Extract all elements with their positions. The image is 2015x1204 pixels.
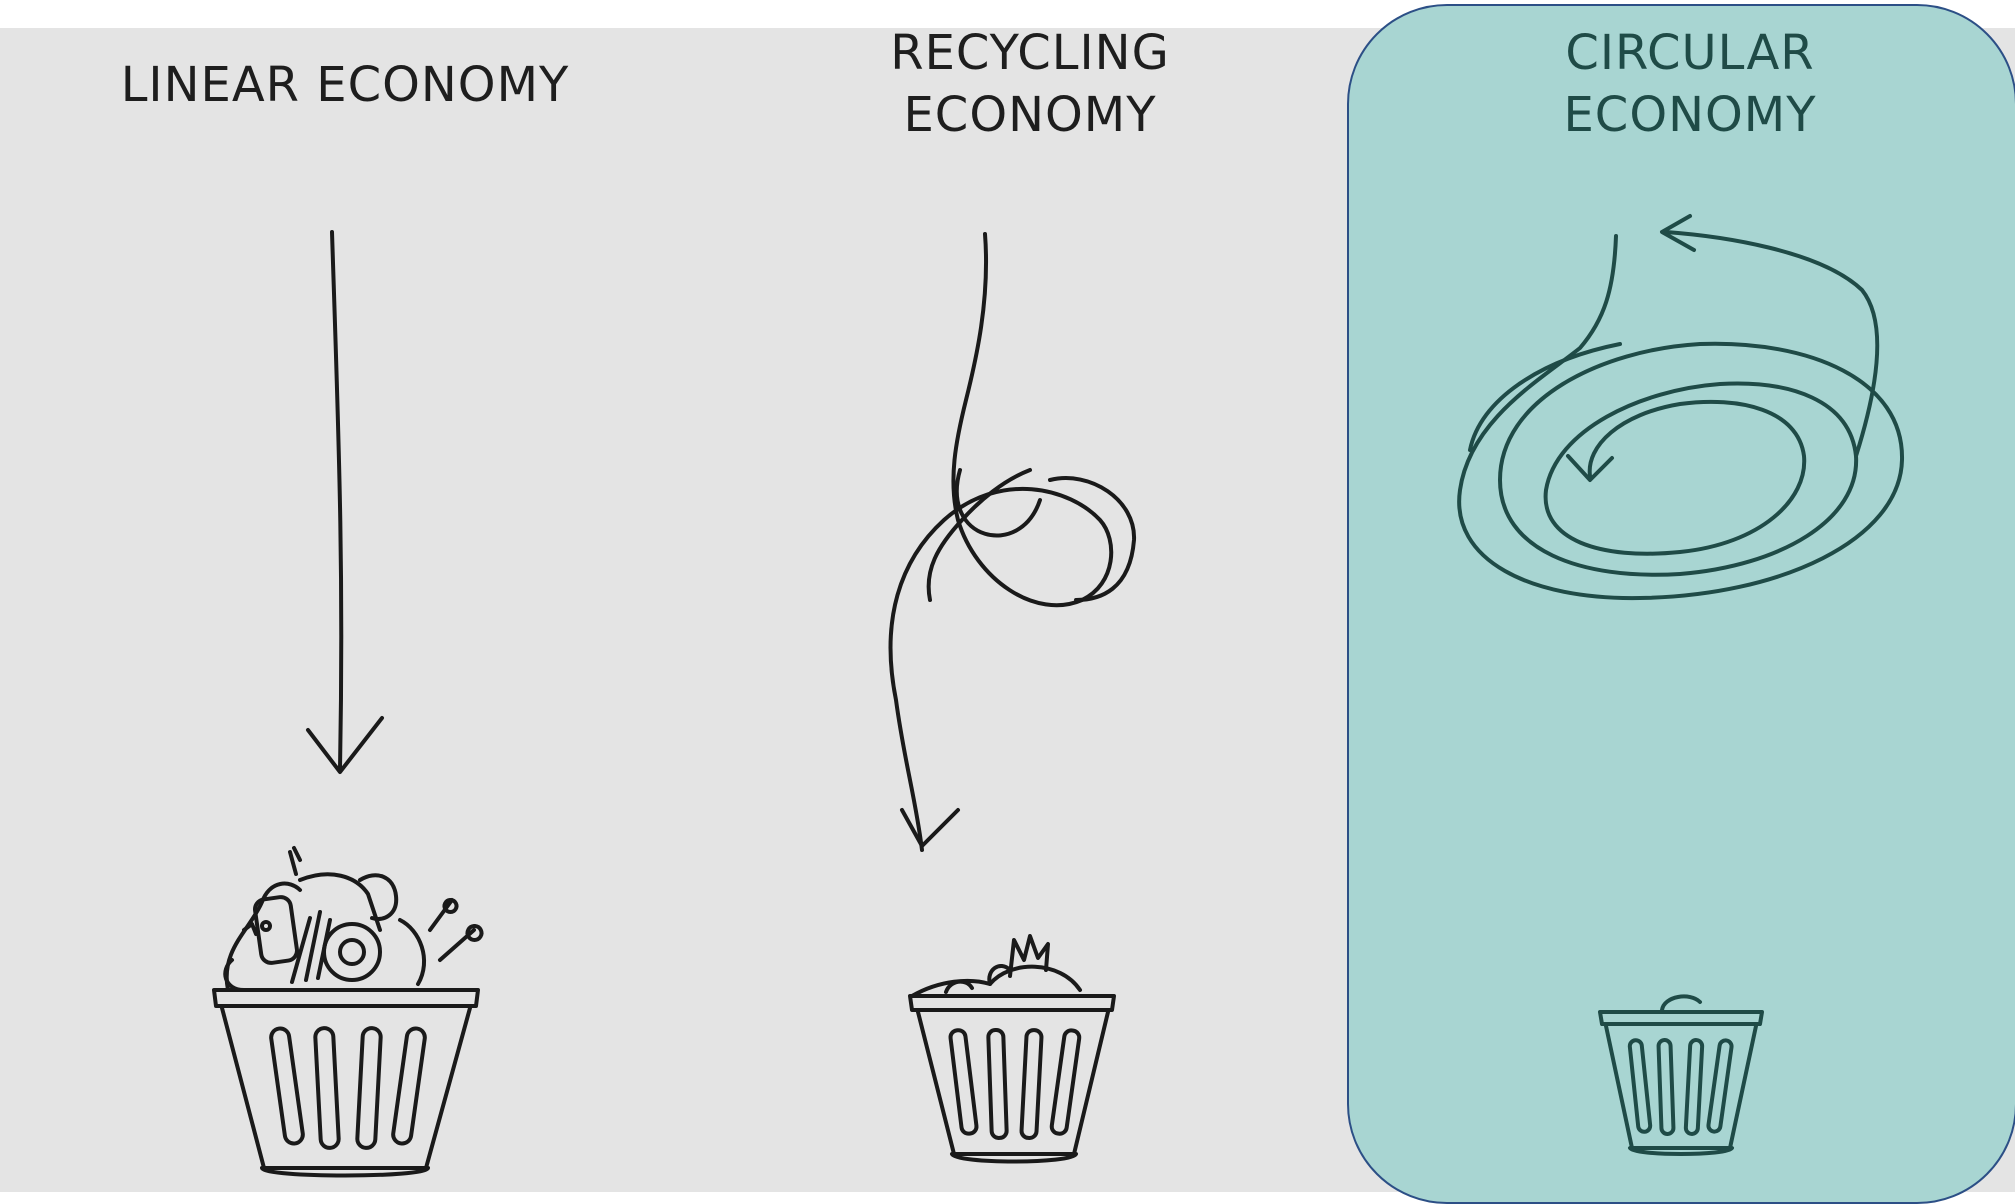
empty-trash-can-icon [1600, 996, 1762, 1154]
spiral-arrow-icon [1459, 216, 1902, 598]
full-trash-can-icon [214, 848, 482, 1176]
knotted-arrow-icon [891, 234, 1135, 850]
down-arrow-icon [308, 232, 382, 772]
half-trash-can-icon [910, 936, 1114, 1162]
